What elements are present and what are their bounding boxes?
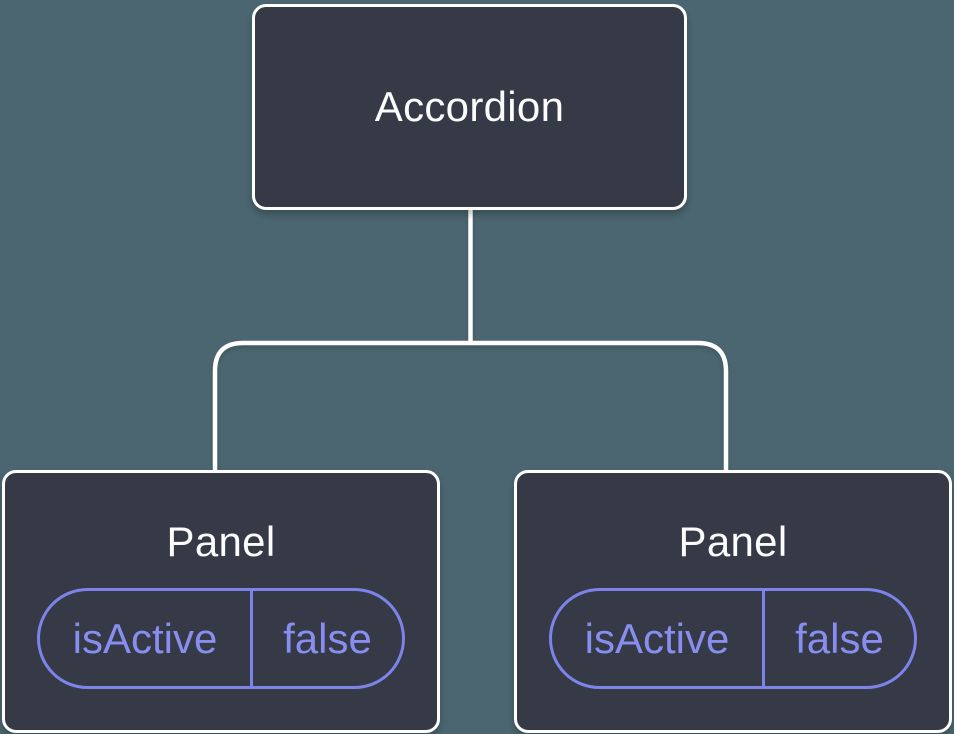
- prop-badge: isActive false: [549, 588, 917, 690]
- connector-branch-bracket: [212, 340, 729, 471]
- node-panel-right: Panel isActive false: [514, 470, 952, 733]
- prop-name: isActive: [584, 614, 730, 662]
- prop-value: false: [249, 591, 402, 687]
- panel-node-label: Panel: [166, 518, 276, 565]
- node-panel-left: Panel isActive false: [2, 470, 440, 733]
- prop-value: false: [761, 591, 914, 687]
- accordion-node-label: Accordion: [374, 82, 565, 130]
- panel-node-label: Panel: [678, 518, 788, 565]
- prop-badge: isActive false: [37, 588, 405, 690]
- prop-name: isActive: [72, 614, 218, 662]
- node-accordion: Accordion: [252, 4, 687, 210]
